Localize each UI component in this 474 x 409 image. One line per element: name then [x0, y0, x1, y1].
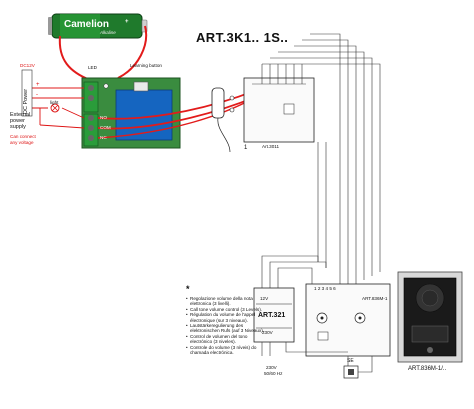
learning-button-label: Learning button: [130, 63, 162, 68]
monitor-model: ART.836M-1: [362, 296, 388, 301]
note-marker: *: [186, 284, 190, 294]
note-item: Controle do volume (3 níveis) do chamada…: [186, 345, 266, 356]
intercom-handset-unit: [211, 77, 315, 153]
battery-brand: Camelion: [64, 19, 110, 30]
door-panel: [397, 271, 463, 363]
plus-label: +: [36, 82, 40, 88]
note-item: Control de volumen del tono electrónico …: [186, 334, 266, 345]
mains-frequency: 50/60 Hz: [264, 371, 283, 376]
electric-lock-icon: [343, 365, 359, 379]
external-power-2: power: [10, 118, 25, 124]
monitor-terminals: 1 2 3 4 5 6: [314, 286, 336, 291]
note-item: Call tone volume control (3 Levels).: [186, 307, 266, 313]
note-item: Lautstärkeregulierung des elektronischen…: [186, 323, 266, 334]
light-label: light: [50, 100, 59, 105]
bus-wires: [261, 33, 381, 292]
dc-power-label: DC Power: [23, 88, 29, 114]
dc-power-box: [21, 69, 33, 117]
mains-voltage: 230V: [266, 365, 277, 370]
terminal-com: COM: [100, 125, 111, 130]
any-voltage-2: any voltage: [10, 140, 34, 145]
monitor-unit: [305, 283, 391, 357]
notes-list: Regolazione volume della nota elettronic…: [186, 296, 266, 355]
external-power-3: supply: [10, 124, 26, 130]
battery-positive-wire: [117, 25, 148, 79]
relay-board: [81, 77, 181, 149]
minus-label: -: [36, 92, 38, 98]
terminal-nc: NC: [100, 135, 107, 140]
diagram-title: ART.3K1.. 1S..: [196, 30, 289, 45]
battery: [48, 13, 148, 39]
dc-voltage-label: DC12V: [20, 63, 35, 68]
external-power-1: External: [10, 112, 31, 118]
note-item: Regolazione volume della nota elettronic…: [186, 296, 266, 307]
terminal-no: NO: [100, 115, 107, 120]
psu-230v: 230V: [262, 330, 273, 335]
battery-polarity: +: [125, 19, 129, 25]
panel-label: ART.836M-1/..: [408, 366, 447, 372]
any-voltage-1: Can connect: [10, 134, 36, 139]
led-label: LED: [88, 65, 97, 70]
handset-model: Art.3011: [262, 144, 280, 149]
se-label: SE: [347, 358, 354, 364]
battery-negative-wire: [58, 35, 91, 81]
battery-sub: Alkaline: [100, 30, 116, 35]
note-item: Régulation du volume de l'appel électron…: [186, 312, 266, 323]
psu-model: ART.321: [258, 312, 286, 319]
handset-number: 1: [244, 145, 248, 151]
